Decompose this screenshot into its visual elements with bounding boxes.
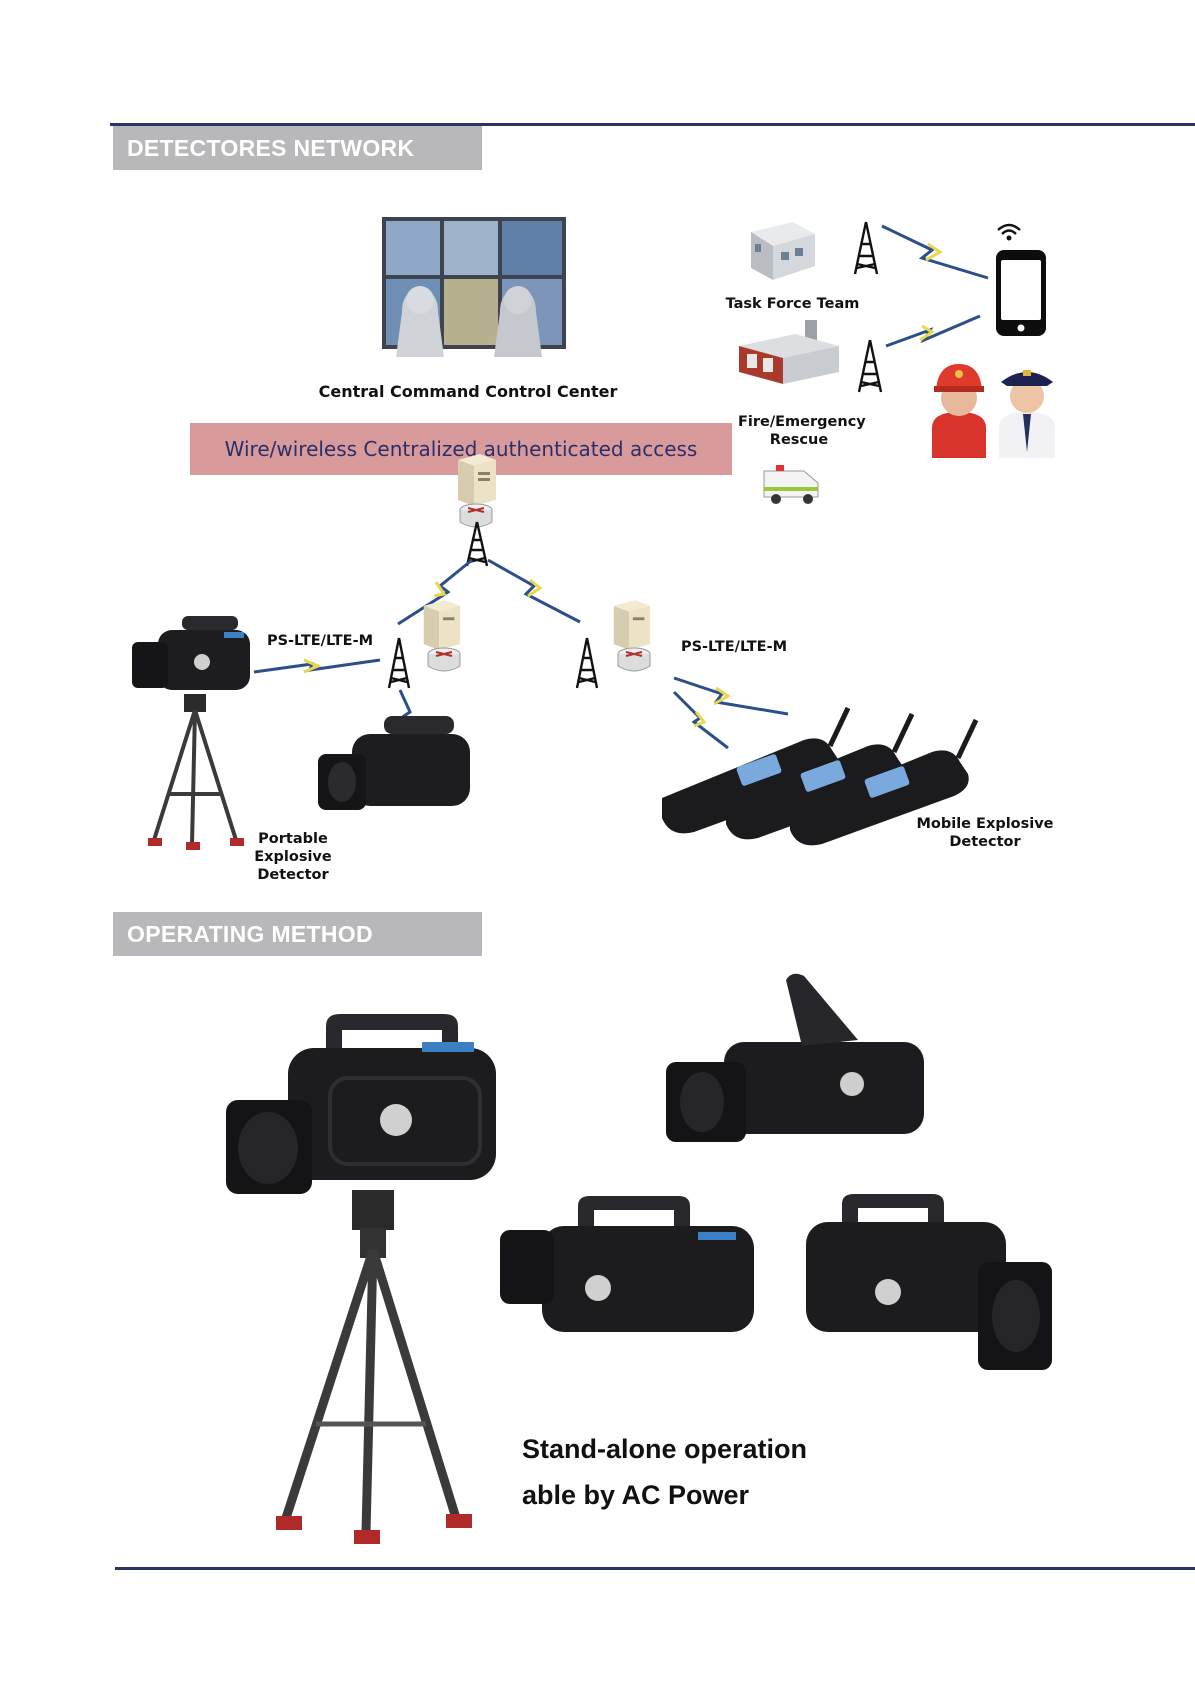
camera-detector-icon — [226, 1014, 496, 1194]
radio-tower-icon — [857, 339, 883, 393]
router-icon — [459, 503, 493, 528]
building-icon — [751, 222, 815, 280]
lightning-signal-icon — [397, 558, 473, 626]
server-icon — [423, 600, 461, 650]
task-force-label: Task Force Team — [725, 296, 860, 312]
lightning-signal-icon — [672, 690, 729, 750]
mobile-detector-label: Mobile Explosive Detector — [916, 816, 1054, 850]
radio-tower-icon — [387, 637, 411, 689]
server-icon — [458, 454, 496, 506]
lightning-signal-icon — [885, 314, 981, 348]
router-icon — [617, 647, 651, 672]
lightning-signal-icon — [881, 224, 989, 280]
router-icon — [427, 647, 461, 672]
handheld-detector-icon — [790, 718, 979, 846]
fire-rescue-label: Fire/Emergency Rescue — [738, 414, 866, 448]
section-title-operating: OPERATING METHOD — [113, 912, 482, 956]
portable-detector-label: Portable Explosive Detector — [254, 831, 332, 883]
camera-detector-icon — [806, 1194, 1052, 1370]
camera-detector-icon — [500, 1196, 754, 1332]
smartphone-icon — [996, 250, 1046, 336]
caption-line-2: able by AC Power — [522, 1480, 750, 1510]
handheld-detector-icon — [726, 712, 915, 840]
monitor-wall-icon — [382, 217, 566, 357]
lightning-signal-icon — [673, 676, 789, 716]
ambulance-icon — [763, 465, 819, 504]
bottom-rule — [115, 1567, 1195, 1570]
radio-tower-icon — [465, 521, 489, 567]
tripod-icon — [148, 694, 244, 850]
fire-station-icon — [739, 320, 839, 384]
server-icon — [613, 600, 651, 650]
wifi-icon — [997, 223, 1021, 241]
handheld-detector-icon — [662, 706, 851, 834]
section-title-network: DETECTORES NETWORK — [113, 126, 482, 170]
lightning-signal-icon — [253, 658, 381, 674]
radio-tower-icon — [853, 221, 879, 275]
lightning-signal-icon — [487, 558, 581, 624]
link-label-left: PS-LTE/LTE-M — [266, 633, 374, 649]
camera-detector-icon — [666, 973, 924, 1142]
pilot-icon — [999, 370, 1055, 458]
top-rule — [110, 123, 1195, 126]
caption-line-1: Stand-alone operation — [522, 1434, 808, 1464]
tripod-icon — [276, 1190, 472, 1544]
radio-tower-icon — [575, 637, 599, 689]
camera-detector-icon — [132, 616, 250, 690]
link-label-right: PS-LTE/LTE-M — [680, 639, 788, 655]
camera-detector-icon — [318, 716, 470, 810]
command-center-label: Central Command Control Center — [318, 382, 618, 401]
firefighter-icon — [932, 364, 986, 458]
